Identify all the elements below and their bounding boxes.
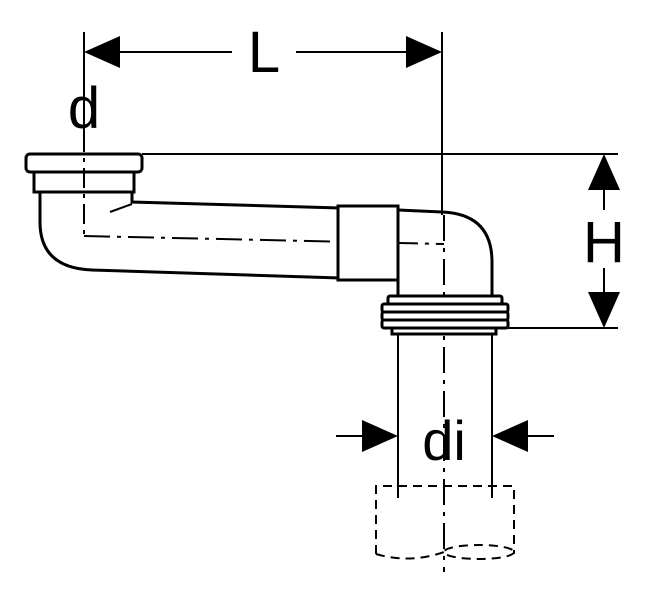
arrowhead-right [406, 36, 442, 68]
dimension-h: H [142, 153, 625, 329]
dimension-di: di [336, 409, 554, 472]
dimension-l: L [83, 20, 443, 215]
right-elbow [396, 208, 494, 296]
sloping-pipe [38, 192, 341, 280]
threaded-outlet [380, 294, 510, 336]
dimension-label-h: H [583, 210, 625, 275]
arrowhead-left [84, 36, 120, 68]
dimension-label-di: di [422, 409, 466, 472]
dimension-label-l: L [248, 20, 280, 85]
connecting-pipe-dashed [375, 485, 515, 560]
arrowhead-in-left [362, 420, 398, 452]
arrowhead-down [588, 292, 620, 328]
dimension-label-d: d [68, 76, 100, 141]
arrowhead-in-right [492, 420, 528, 452]
pipe-socket [24, 152, 144, 194]
coupling-sleeve [336, 204, 400, 282]
arrowhead-up [588, 154, 620, 190]
